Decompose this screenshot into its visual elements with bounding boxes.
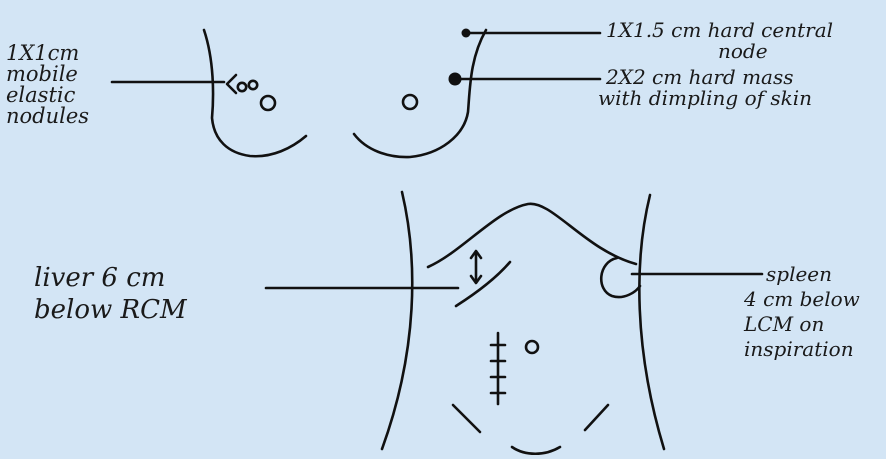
label-spleen-line-3: LCM on [744,312,860,337]
chest-sketch [204,29,486,158]
label-mobile-nodules-line-1: 1X1cm [6,43,89,64]
label-mobile-nodules: 1X1cm mobile elastic nodules [6,43,89,127]
label-liver-line-2: below RCM [34,294,187,326]
label-spleen: spleen 4 cm below LCM on inspiration [744,262,860,362]
right-flank-outline [382,192,412,449]
label-spleen-line-2: 4 cm below [744,287,860,312]
nodule-small-1 [238,83,246,91]
right-breast-outline [204,30,306,156]
umbilicus [526,341,538,353]
label-mobile-nodules-line-3: elastic [6,85,89,106]
left-inguinal-line [585,405,608,430]
label-hard-mass-line-1: 2X2 cm hard mass [606,67,812,88]
label-hard-mass: 2X2 cm hard mass with dimpling of skin [606,67,812,109]
liver-edge-line [456,262,510,306]
label-mobile-nodules-line-4: nodules [6,106,89,127]
label-spleen-line-1: spleen [744,262,860,287]
label-central-node-line-2: node [606,41,833,62]
label-central-node-line-1: 1X1.5 cm hard central [606,20,833,41]
right-nipple [261,96,275,110]
label-spleen-line-4: inspiration [744,337,860,362]
pubic-curve [512,447,560,454]
left-nipple [403,95,417,109]
label-liver-line-1: liver 6 cm [34,262,187,294]
nodule-mark [227,75,236,93]
right-inguinal-line [453,405,480,432]
costal-margin-arch [428,204,636,267]
label-mobile-nodules-line-2: mobile [6,64,89,85]
label-central-node: 1X1.5 cm hard central node [606,20,833,62]
nodule-small-2 [249,81,257,89]
label-liver: liver 6 cm below RCM [34,262,187,326]
label-hard-mass-line-2: with dimpling of skin [598,88,812,109]
abdomen-sketch [382,192,664,454]
left-breast-outline [354,30,486,157]
left-flank-outline [639,195,664,449]
